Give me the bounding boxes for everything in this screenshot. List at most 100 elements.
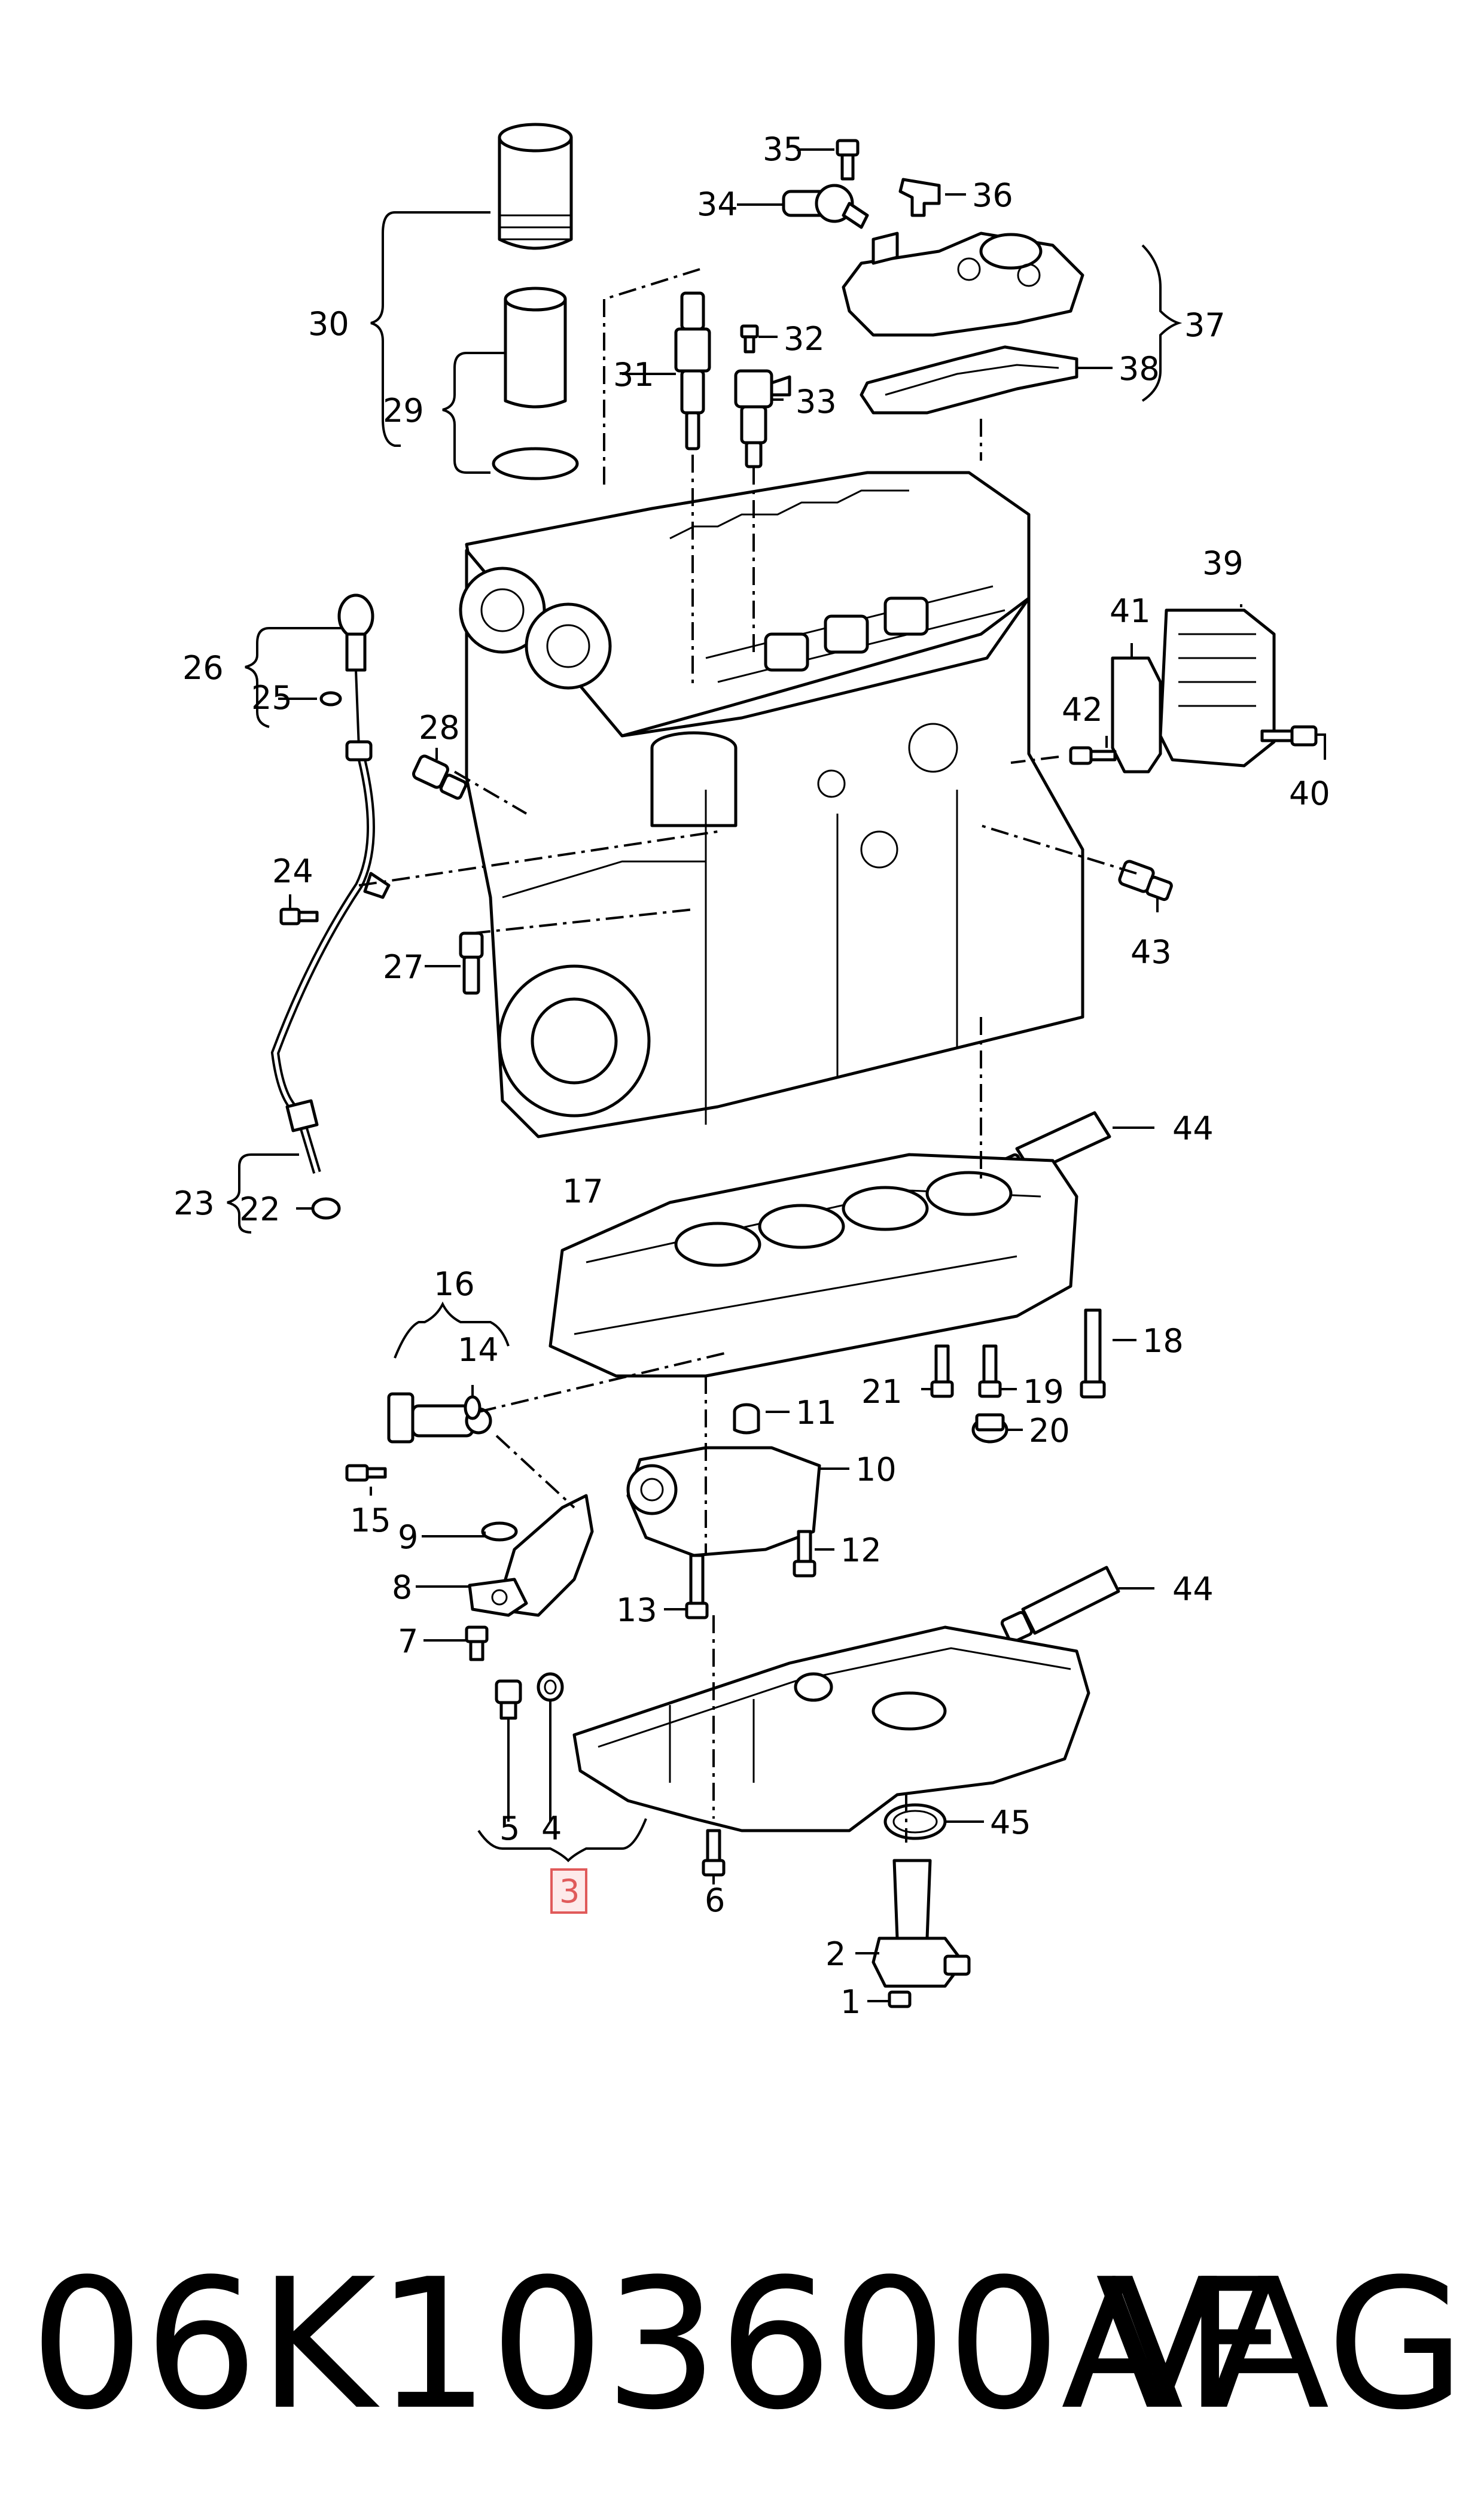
bolt-24 (279, 908, 319, 925)
seal-ring-4 (537, 1672, 564, 1702)
bolt-7 (465, 1625, 489, 1661)
callout-28: 28 (419, 709, 460, 747)
callout-36: 36 (972, 176, 1013, 214)
oil-pressure-switch (674, 291, 711, 450)
callout-37: 37 (1184, 306, 1226, 344)
callout-17: 17 (562, 1173, 604, 1210)
callout-25: 25 (251, 679, 292, 717)
bolt-12 (793, 1530, 816, 1578)
bolt-18 (1080, 1308, 1106, 1399)
callout-27: 27 (383, 948, 424, 986)
oil-filter-o-ring (492, 447, 579, 480)
drain-plug-5 (495, 1679, 522, 1720)
callout-7: 7 (398, 1622, 418, 1660)
callout-2: 2 (825, 1935, 846, 1973)
bolt-13 (685, 1554, 709, 1619)
callout-20: 20 (1029, 1412, 1070, 1450)
callout-31: 31 (613, 356, 654, 394)
callout-26: 26 (182, 649, 224, 687)
callout-45: 45 (990, 1804, 1031, 1841)
callout-3-highlight[interactable]: 3 (550, 1868, 587, 1914)
bolt-40 (1260, 725, 1318, 747)
cap-11 (733, 1403, 760, 1435)
callout-13: 13 (616, 1591, 657, 1629)
callout-38: 38 (1119, 350, 1160, 388)
sealant-tube-44b (1000, 1566, 1120, 1644)
brackets (227, 211, 1183, 1862)
o-ring-22 (311, 1197, 341, 1220)
callout-3[interactable]: 3 (559, 1872, 580, 1910)
oil-filter-element (504, 287, 567, 409)
bolt-1 (888, 1990, 912, 2008)
callout-22: 22 (239, 1191, 281, 1228)
oil-pump-10 (626, 1446, 821, 1557)
callout-4: 4 (541, 1810, 562, 1847)
exploded-parts-diagram: 35 34 36 37 38 30 29 31 32 33 39 41 42 4… (173, 123, 1330, 2021)
bolt-19 (978, 1344, 1002, 1398)
plug-20 (971, 1413, 1008, 1444)
callout-16: 16 (434, 1265, 475, 1303)
o-ring-25 (319, 691, 342, 707)
sensor-28 (412, 754, 468, 800)
flange-8 (468, 1578, 528, 1617)
bolt-15 (345, 1464, 387, 1482)
callout-9: 9 (398, 1518, 418, 1556)
oil-level-sensor-2 (871, 1859, 971, 1988)
oil-cooler-39 (1159, 608, 1276, 768)
lower-oil-pan (572, 1625, 1090, 1832)
callout-44-lower: 44 (1172, 1570, 1214, 1608)
leader-lines (278, 148, 1326, 2002)
callout-39: 39 (1202, 544, 1244, 582)
brand-label: VAG (1095, 2240, 1465, 2449)
gasket-41 (1111, 656, 1162, 774)
sensor-36 (898, 178, 941, 217)
callout-21: 21 (861, 1373, 903, 1411)
callout-23: 23 (173, 1185, 215, 1222)
callout-12: 12 (840, 1531, 882, 1569)
o-ring-45 (883, 1803, 947, 1840)
bolt-6 (702, 1829, 726, 1877)
callout-19: 19 (1023, 1373, 1064, 1411)
callout-24: 24 (272, 852, 313, 890)
callout-30: 30 (308, 305, 349, 343)
sensor-43 (1118, 860, 1173, 902)
bolt-42 (1069, 746, 1117, 765)
callout-34: 34 (697, 185, 738, 223)
callout-15: 15 (350, 1502, 391, 1539)
callout-42: 42 (1062, 691, 1103, 729)
sensor-27 (459, 931, 484, 995)
pump-housing-37 (842, 232, 1084, 337)
bolt-35 (836, 139, 860, 181)
engine-block (459, 471, 1084, 1138)
callout-1: 1 (840, 1983, 861, 2021)
callout-18: 18 (1142, 1322, 1184, 1360)
callout-14: 14 (458, 1331, 499, 1369)
valve-34 (782, 184, 869, 229)
callout-44-upper: 44 (1172, 1110, 1214, 1147)
callout-43: 43 (1130, 933, 1172, 971)
upper-oil-pan-17 (548, 1153, 1078, 1378)
dipstick-tube-23 (270, 740, 391, 1174)
callout-10: 10 (855, 1451, 897, 1488)
callout-40: 40 (1289, 775, 1330, 812)
footer: 06K103600AF VAG (30, 2237, 1465, 2453)
part-number: 06K103600AF (30, 2240, 1287, 2449)
callout-6: 6 (705, 1881, 725, 1919)
o-ring-9 (481, 1521, 518, 1542)
o-ring-14 (464, 1395, 482, 1420)
callout-11: 11 (796, 1394, 837, 1432)
callout-33: 33 (796, 383, 837, 421)
bolt-32 (740, 324, 759, 354)
valve-16 (387, 1392, 492, 1444)
gasket-38 (860, 345, 1078, 415)
callout-5: 5 (499, 1810, 520, 1847)
alignment-lines (358, 268, 1137, 1843)
callout-labels: 35 34 36 37 38 30 29 31 32 33 39 41 42 4… (173, 130, 1330, 2021)
sensor-33 (734, 369, 791, 468)
callout-35: 35 (763, 130, 804, 168)
dipstick-26 (337, 593, 374, 748)
callout-29: 29 (383, 392, 424, 430)
pickup-pipe (495, 1494, 594, 1617)
callout-8: 8 (392, 1569, 412, 1606)
bolt-21 (930, 1344, 954, 1398)
